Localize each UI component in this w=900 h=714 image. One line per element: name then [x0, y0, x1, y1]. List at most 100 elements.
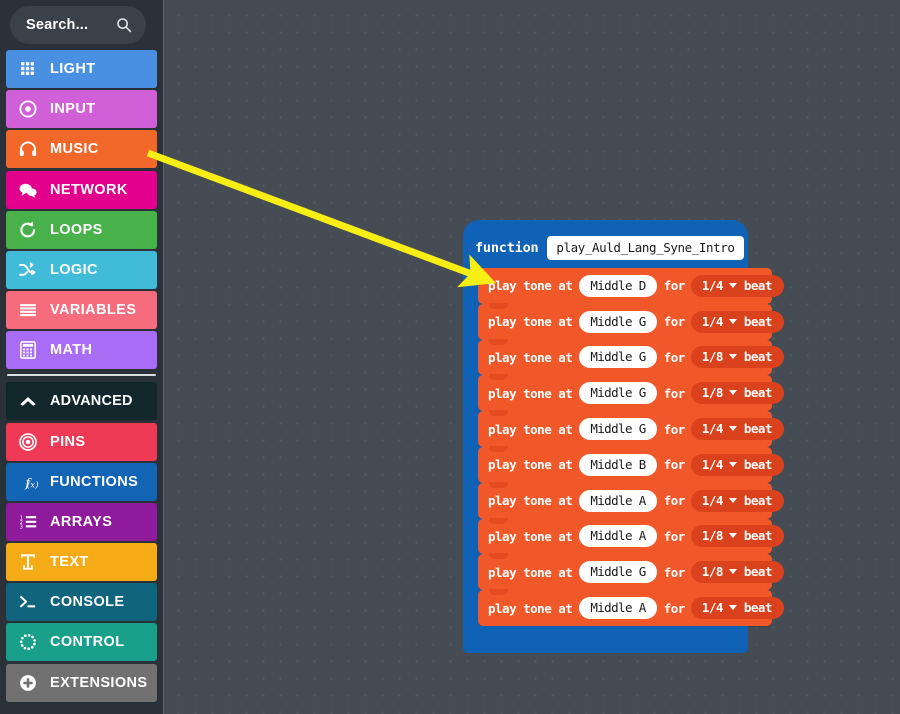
- note-field[interactable]: Middle G: [579, 382, 657, 405]
- note-field[interactable]: Middle G: [579, 418, 657, 441]
- sidebar-item-label: ARRAYS: [50, 513, 113, 530]
- duration-dropdown[interactable]: 1/8 beat: [690, 382, 784, 405]
- sidebar-item-pins[interactable]: PINS: [6, 422, 157, 461]
- beat-unit-label: beat: [743, 600, 773, 616]
- sidebar-item-functions[interactable]: f(x)FUNCTIONS: [6, 462, 157, 501]
- grid-icon: [16, 57, 40, 81]
- sidebar-item-loops[interactable]: LOOPS: [6, 210, 157, 249]
- sidebar-item-label: TEXT: [50, 554, 89, 571]
- sidebar-divider: [163, 0, 164, 714]
- play-tone-prefix-label: play tone at: [488, 385, 573, 401]
- note-field[interactable]: Middle A: [579, 489, 657, 512]
- sidebar-item-label: MUSIC: [50, 141, 99, 158]
- text-t-icon: [16, 550, 40, 574]
- duration-value: 1/8: [701, 528, 724, 544]
- beat-unit-label: beat: [743, 277, 773, 293]
- sidebar-item-console[interactable]: CONSOLE: [6, 583, 157, 622]
- chevron-down-icon: [728, 497, 737, 503]
- search-input[interactable]: [26, 17, 112, 33]
- svg-text:(x): (x): [27, 479, 39, 490]
- note-field[interactable]: Middle B: [579, 453, 657, 476]
- function-block-footer: [463, 625, 748, 653]
- sidebar-item-light[interactable]: LIGHT: [6, 50, 157, 88]
- sidebar-item-network[interactable]: NETWORK: [6, 170, 157, 209]
- calculator-icon: [16, 338, 40, 362]
- play-tone-prefix-label: play tone at: [488, 421, 573, 437]
- beat-unit-label: beat: [743, 313, 773, 329]
- duration-value: 1/4: [701, 421, 724, 437]
- search-icon: [116, 17, 132, 33]
- play-tone-prefix-label: play tone at: [488, 493, 573, 509]
- sidebar-item-math[interactable]: MATH: [6, 331, 157, 370]
- play-tone-prefix-label: play tone at: [488, 278, 573, 294]
- for-label: for: [663, 421, 686, 437]
- function-keyword: function: [475, 240, 539, 256]
- sidebar-item-label: MATH: [50, 342, 93, 359]
- function-block[interactable]: function play_Auld_Lang_Syne_Intro play …: [463, 220, 784, 653]
- note-field[interactable]: Middle G: [579, 346, 657, 369]
- sidebar-item-control[interactable]: CONTROL: [6, 623, 157, 662]
- duration-value: 1/8: [701, 385, 724, 401]
- sidebar-item-label: ADVANCED: [50, 393, 133, 410]
- for-label: for: [663, 314, 686, 330]
- target-icon: [16, 97, 40, 121]
- note-field[interactable]: Middle A: [579, 525, 657, 548]
- beat-unit-label: beat: [743, 349, 773, 365]
- sidebar-item-label: LIGHT: [50, 61, 96, 77]
- note-field[interactable]: Middle G: [579, 561, 657, 584]
- svg-text:f: f: [24, 476, 32, 490]
- function-block-header[interactable]: function play_Auld_Lang_Syne_Intro: [463, 220, 748, 268]
- search-box[interactable]: [10, 6, 146, 44]
- lines-icon: [16, 298, 40, 322]
- sidebar-item-extensions[interactable]: EXTENSIONS: [6, 663, 157, 702]
- chevron-down-icon: [728, 533, 737, 539]
- sidebar-item-variables[interactable]: VARIABLES: [6, 291, 157, 330]
- sidebar-item-input[interactable]: INPUT: [6, 90, 157, 129]
- sidebar-item-text[interactable]: TEXT: [6, 543, 157, 582]
- for-label: for: [663, 528, 686, 544]
- sidebar-item-label: LOOPS: [50, 221, 103, 238]
- dotted-circle-icon: [16, 630, 40, 654]
- sidebar-item-music[interactable]: MUSIC: [6, 130, 157, 169]
- play-tone-prefix-label: play tone at: [488, 600, 573, 616]
- sidebar-item-logic[interactable]: LOGIC: [6, 250, 157, 289]
- duration-value: 1/4: [701, 456, 724, 472]
- note-field[interactable]: Middle G: [579, 310, 657, 333]
- chevron-down-icon: [728, 318, 737, 324]
- duration-dropdown[interactable]: 1/8 beat: [690, 525, 784, 548]
- play-tone-prefix-label: play tone at: [488, 528, 573, 544]
- note-field[interactable]: Middle D: [579, 274, 657, 297]
- sidebar-item-label: PINS: [50, 433, 86, 450]
- play-tone-block[interactable]: play tone at Middle A for 1/8 beat: [478, 517, 784, 555]
- duration-value: 1/4: [701, 492, 724, 508]
- beat-unit-label: beat: [743, 385, 773, 401]
- sidebar-item-advanced[interactable]: ADVANCED: [6, 382, 157, 421]
- note-field[interactable]: Middle A: [579, 597, 657, 620]
- svg-text:1: 1: [20, 515, 23, 521]
- chevron-down-icon: [728, 569, 737, 575]
- function-name-field[interactable]: play_Auld_Lang_Syne_Intro: [547, 236, 744, 260]
- play-tone-prefix-label: play tone at: [488, 457, 573, 473]
- beat-unit-label: beat: [743, 528, 773, 544]
